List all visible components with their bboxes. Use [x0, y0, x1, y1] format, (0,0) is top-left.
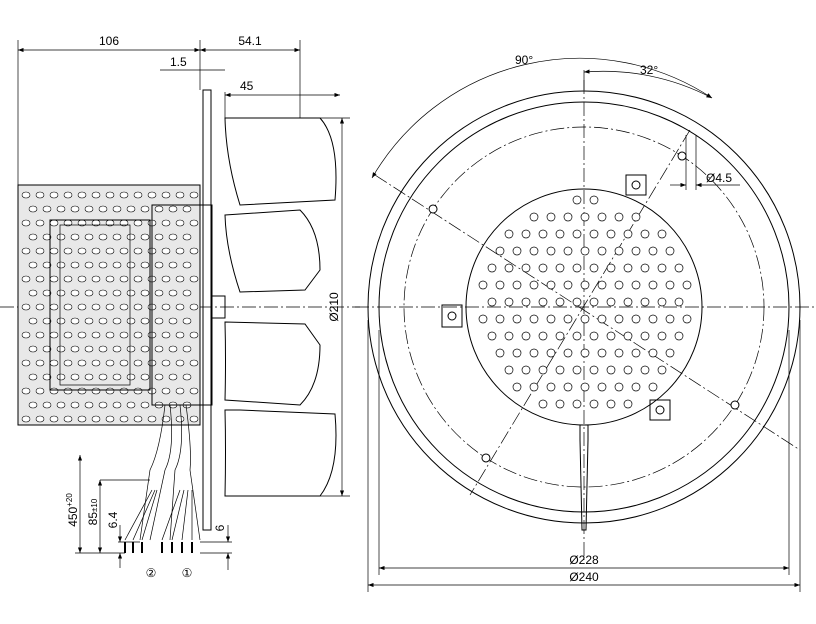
motor-mount — [151, 204, 213, 406]
dim-106: 106 — [99, 34, 119, 48]
dim-diameter-210: Ø210 — [327, 292, 341, 322]
dim-6-4: 6.4 — [106, 511, 120, 528]
flange-plate — [202, 89, 212, 531]
side-view: 106 54.1 1.5 45 Ø210 450+20 85±10 6.4 6 … — [0, 34, 360, 580]
lead-wires — [124, 404, 201, 553]
dim-6: 6 — [213, 524, 227, 531]
hub — [210, 295, 226, 319]
dim-450: 450+20 — [65, 493, 80, 527]
front-view: 90° 32° Ø4.5 Ø228 Ø240 — [355, 53, 816, 592]
angle-90: 90° — [515, 53, 533, 67]
lead-group-2-label: ② — [146, 566, 157, 580]
dim-hole-4-5: Ø4.5 — [706, 171, 732, 185]
dim-54-1: 54.1 — [238, 34, 262, 48]
dim-1-5: 1.5 — [170, 55, 187, 69]
motor-body — [49, 219, 151, 391]
motor-rotor — [59, 224, 131, 386]
impeller — [224, 117, 337, 497]
dim-diameter-240: Ø240 — [569, 570, 599, 584]
motor-ventilation-holes — [478, 195, 692, 409]
dim-diameter-228: Ø228 — [569, 553, 599, 567]
dim-45: 45 — [240, 79, 254, 93]
cable-outlet — [579, 424, 589, 531]
housing-perforation — [21, 191, 199, 423]
lead-group-1-label: ① — [182, 566, 193, 580]
dim-85: 85±10 — [86, 498, 100, 525]
angle-32: 32° — [640, 63, 658, 77]
